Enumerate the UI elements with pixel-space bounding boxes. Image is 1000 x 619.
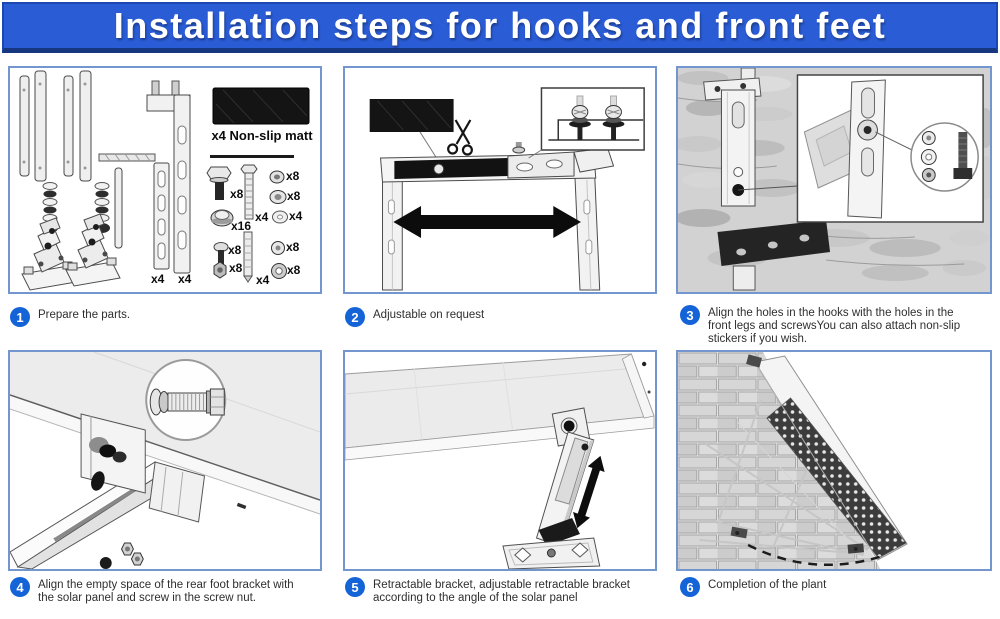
width-adjust-arrow-icon: [393, 206, 581, 238]
step2-adjustable-illustration: [343, 66, 657, 294]
scissors-icon: [447, 119, 473, 156]
step-number-badge-5: 5: [345, 577, 365, 597]
hex-bolt-count-label: x8: [230, 187, 244, 201]
step-number-badge-6: 6: [680, 577, 700, 597]
step-number-badge-3: 3: [680, 305, 700, 325]
title-banner: Installation steps for hooks and front f…: [2, 2, 998, 53]
non-slip-mat-count-label: x4 Non-slip matt: [211, 128, 313, 143]
page-title: Installation steps for hooks and front f…: [113, 5, 887, 46]
step6-completion-illustration: [676, 350, 992, 571]
step-caption-1: 1 Prepare the parts.: [10, 307, 304, 327]
step-caption-5: 5 Retractable bracket, adjustable retrac…: [345, 577, 639, 605]
step-caption-text-3: Align the holes in the hooks with the ho…: [708, 307, 961, 345]
pan-head-screw-count-label: x8: [228, 243, 242, 257]
step-number-badge-2: 2: [345, 307, 365, 327]
retractable-bracket-diagram: [345, 353, 655, 569]
completed-plant-diagram: [678, 352, 908, 569]
step-caption-text-6: Completion of the plant: [708, 579, 827, 591]
rear-foot-diagram: [10, 352, 320, 569]
adjustable-frame-diagram: [369, 87, 645, 291]
step3-hook-alignment-illustration: [676, 66, 992, 294]
hook-bracket-count-label: x4: [151, 272, 165, 286]
parts-diagram: [19, 70, 310, 291]
step5-retractable-bracket-illustration: [343, 350, 657, 571]
flange-nut-large-count-label: x8: [287, 189, 301, 203]
step-caption-text-4: Align the empty space of the rear foot b…: [38, 579, 294, 604]
step-number-badge-1: 1: [10, 307, 30, 327]
step-number-badge-4: 4: [10, 577, 30, 597]
step1-parts-illustration: x4 Non-slip matt x4 x4 x8 x4 x8 x8 x16 x…: [8, 66, 322, 294]
flange-nut-small-count-label: x8: [286, 169, 300, 183]
length-adjust-arrow-icon: [573, 455, 605, 529]
front-leg-count-label: x4: [178, 272, 192, 286]
swing-arc-arrow: [747, 543, 883, 567]
step4-rear-foot-illustration: [8, 350, 322, 571]
step-caption-3: 3 Align the holes in the hooks with the …: [680, 305, 974, 346]
washer-large-count-label: x8: [287, 263, 301, 277]
step-caption-text-1: Prepare the parts.: [38, 309, 131, 321]
cap-nut-count-label: x16: [231, 219, 252, 233]
lock-nut-count-label: x8: [286, 240, 300, 254]
step-caption-6: 6 Completion of the plant: [680, 577, 974, 597]
expansion-anchor-count-label: x4: [256, 273, 270, 287]
washer-flat-count-label: x4: [289, 209, 303, 223]
step-caption-2: 2 Adjustable on request: [345, 307, 639, 327]
hook-wall-diagram: [678, 68, 990, 292]
step-caption-text-2: Adjustable on request: [373, 309, 485, 321]
step-caption-4: 4 Align the empty space of the rear foot…: [10, 577, 304, 605]
hex-nut-count-label: x8: [229, 261, 243, 275]
long-bolt-count-label: x4: [255, 210, 269, 224]
step-caption-text-5: Retractable bracket, adjustable retracta…: [373, 579, 630, 604]
